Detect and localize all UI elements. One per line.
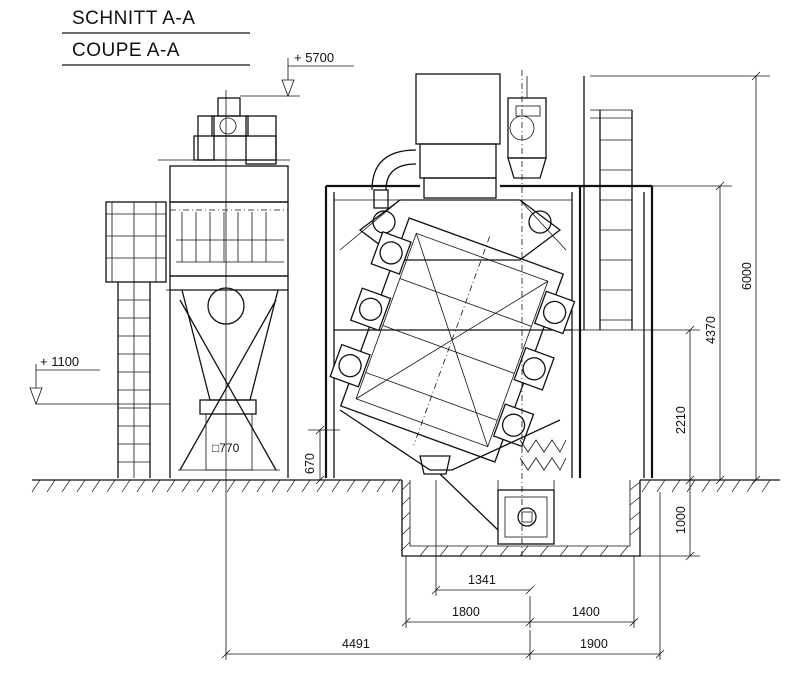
elevation-platform-label: + 1100 — [40, 354, 79, 369]
elevation-platform: + 1100 — [29, 354, 170, 406]
elevation-top: + 5700 — [240, 50, 354, 98]
dimension-4370: 4370 — [652, 181, 732, 485]
ground — [31, 479, 780, 493]
elevation-top-label: + 5700 — [294, 50, 334, 65]
dimension-4491-1900: 4491 1900 — [221, 492, 665, 660]
dim-1800-label: 1800 — [452, 605, 480, 619]
dimension-1000: 1000 — [640, 480, 700, 561]
dim-1000-label: 1000 — [674, 506, 688, 534]
title-de: SCHNITT A-A — [72, 8, 195, 29]
dim-6000-label: 6000 — [740, 262, 754, 290]
dimension-1341: 1341 — [431, 540, 535, 596]
dim-2210-label: 2210 — [674, 406, 688, 434]
dim-670-label: 670 — [303, 453, 317, 474]
main-housing — [324, 70, 582, 556]
platform — [572, 76, 654, 478]
title-fr: COUPE A-A — [72, 40, 180, 61]
dust-collector: □770 — [158, 90, 290, 660]
dimension-6000: 6000 — [590, 71, 770, 485]
dim-4491-label: 4491 — [342, 637, 370, 651]
dim-1900-label: 1900 — [580, 637, 608, 651]
dim-4370-label: 4370 — [704, 316, 718, 344]
dimension-1800-1400: 1800 1400 — [401, 556, 639, 628]
dim-1341-label: 1341 — [468, 573, 496, 587]
dim-1400-label: 1400 — [572, 605, 600, 619]
dimension-670: 670 — [303, 425, 340, 485]
stair-tower — [105, 201, 170, 478]
pit — [401, 480, 641, 557]
dimension-2210: 2210 — [652, 325, 700, 485]
